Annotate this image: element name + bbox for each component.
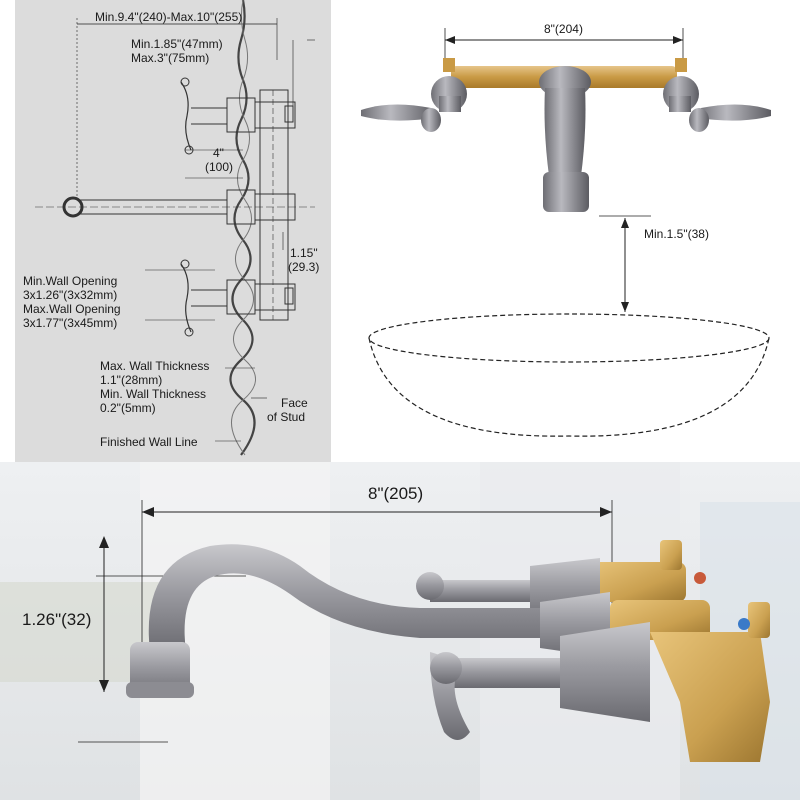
photo-height-label: 1.26"(32)	[22, 610, 92, 629]
wall-opening-min-label: Min.Wall Opening	[23, 274, 118, 288]
side-view-drawing	[35, 0, 315, 456]
max-wall-thickness-value: 1.1"(28mm)	[100, 373, 163, 387]
spout-offset-in-label: 1.15"	[290, 246, 318, 260]
spout	[539, 66, 591, 212]
max-wall-thickness-label: Max. Wall Thickness	[100, 359, 210, 373]
right-handle	[663, 76, 771, 132]
overall-depth-label: Min.9.4"(240)-Max.10"(255)	[95, 10, 243, 24]
wall-opening-min-value: 3x1.26"(3x32mm)	[23, 288, 118, 302]
face-of-stud-label-2: of Stud	[267, 410, 306, 424]
face-of-stud-label-1: Face	[281, 396, 308, 410]
handle-offset-min-label: Min.1.85"(47mm)	[131, 37, 223, 51]
wall-opening-max-value: 3x1.77"(3x45mm)	[23, 316, 118, 330]
product-photo-render	[0, 462, 800, 800]
photo-width-label: 8"(205)	[368, 484, 424, 503]
front-view-drawing	[361, 28, 771, 437]
front-view-diagram: 8"(204) Min.1.5"(38)	[331, 0, 800, 462]
front-width-label: 8"(204)	[544, 22, 583, 36]
finished-wall-label: Finished Wall Line	[100, 435, 198, 449]
spout-offset-mm-label: (29.3)	[288, 260, 320, 274]
spacing-mm-label: (100)	[205, 160, 234, 174]
upper-handle-drawing	[180, 77, 296, 155]
side-view-diagram: Min.9.4"(240)-Max.10"(255) Min.1.85"(47m…	[15, 0, 331, 462]
spout-drawing	[35, 189, 315, 225]
product-photo: 8"(205) 1.26"(32)	[0, 462, 800, 800]
lower-handle-drawing	[180, 259, 296, 337]
clearance-label: Min.1.5"(38)	[644, 227, 709, 241]
lower-handle	[430, 622, 650, 740]
left-handle	[361, 76, 467, 132]
handle-offset-max-label: Max.3"(75mm)	[131, 51, 210, 65]
wall-opening-max-label: Max.Wall Opening	[23, 302, 121, 316]
min-wall-thickness-label: Min. Wall Thickness	[100, 387, 207, 401]
min-wall-thickness-value: 0.2"(5mm)	[100, 401, 156, 415]
spacing-in-label: 4"	[213, 146, 224, 160]
